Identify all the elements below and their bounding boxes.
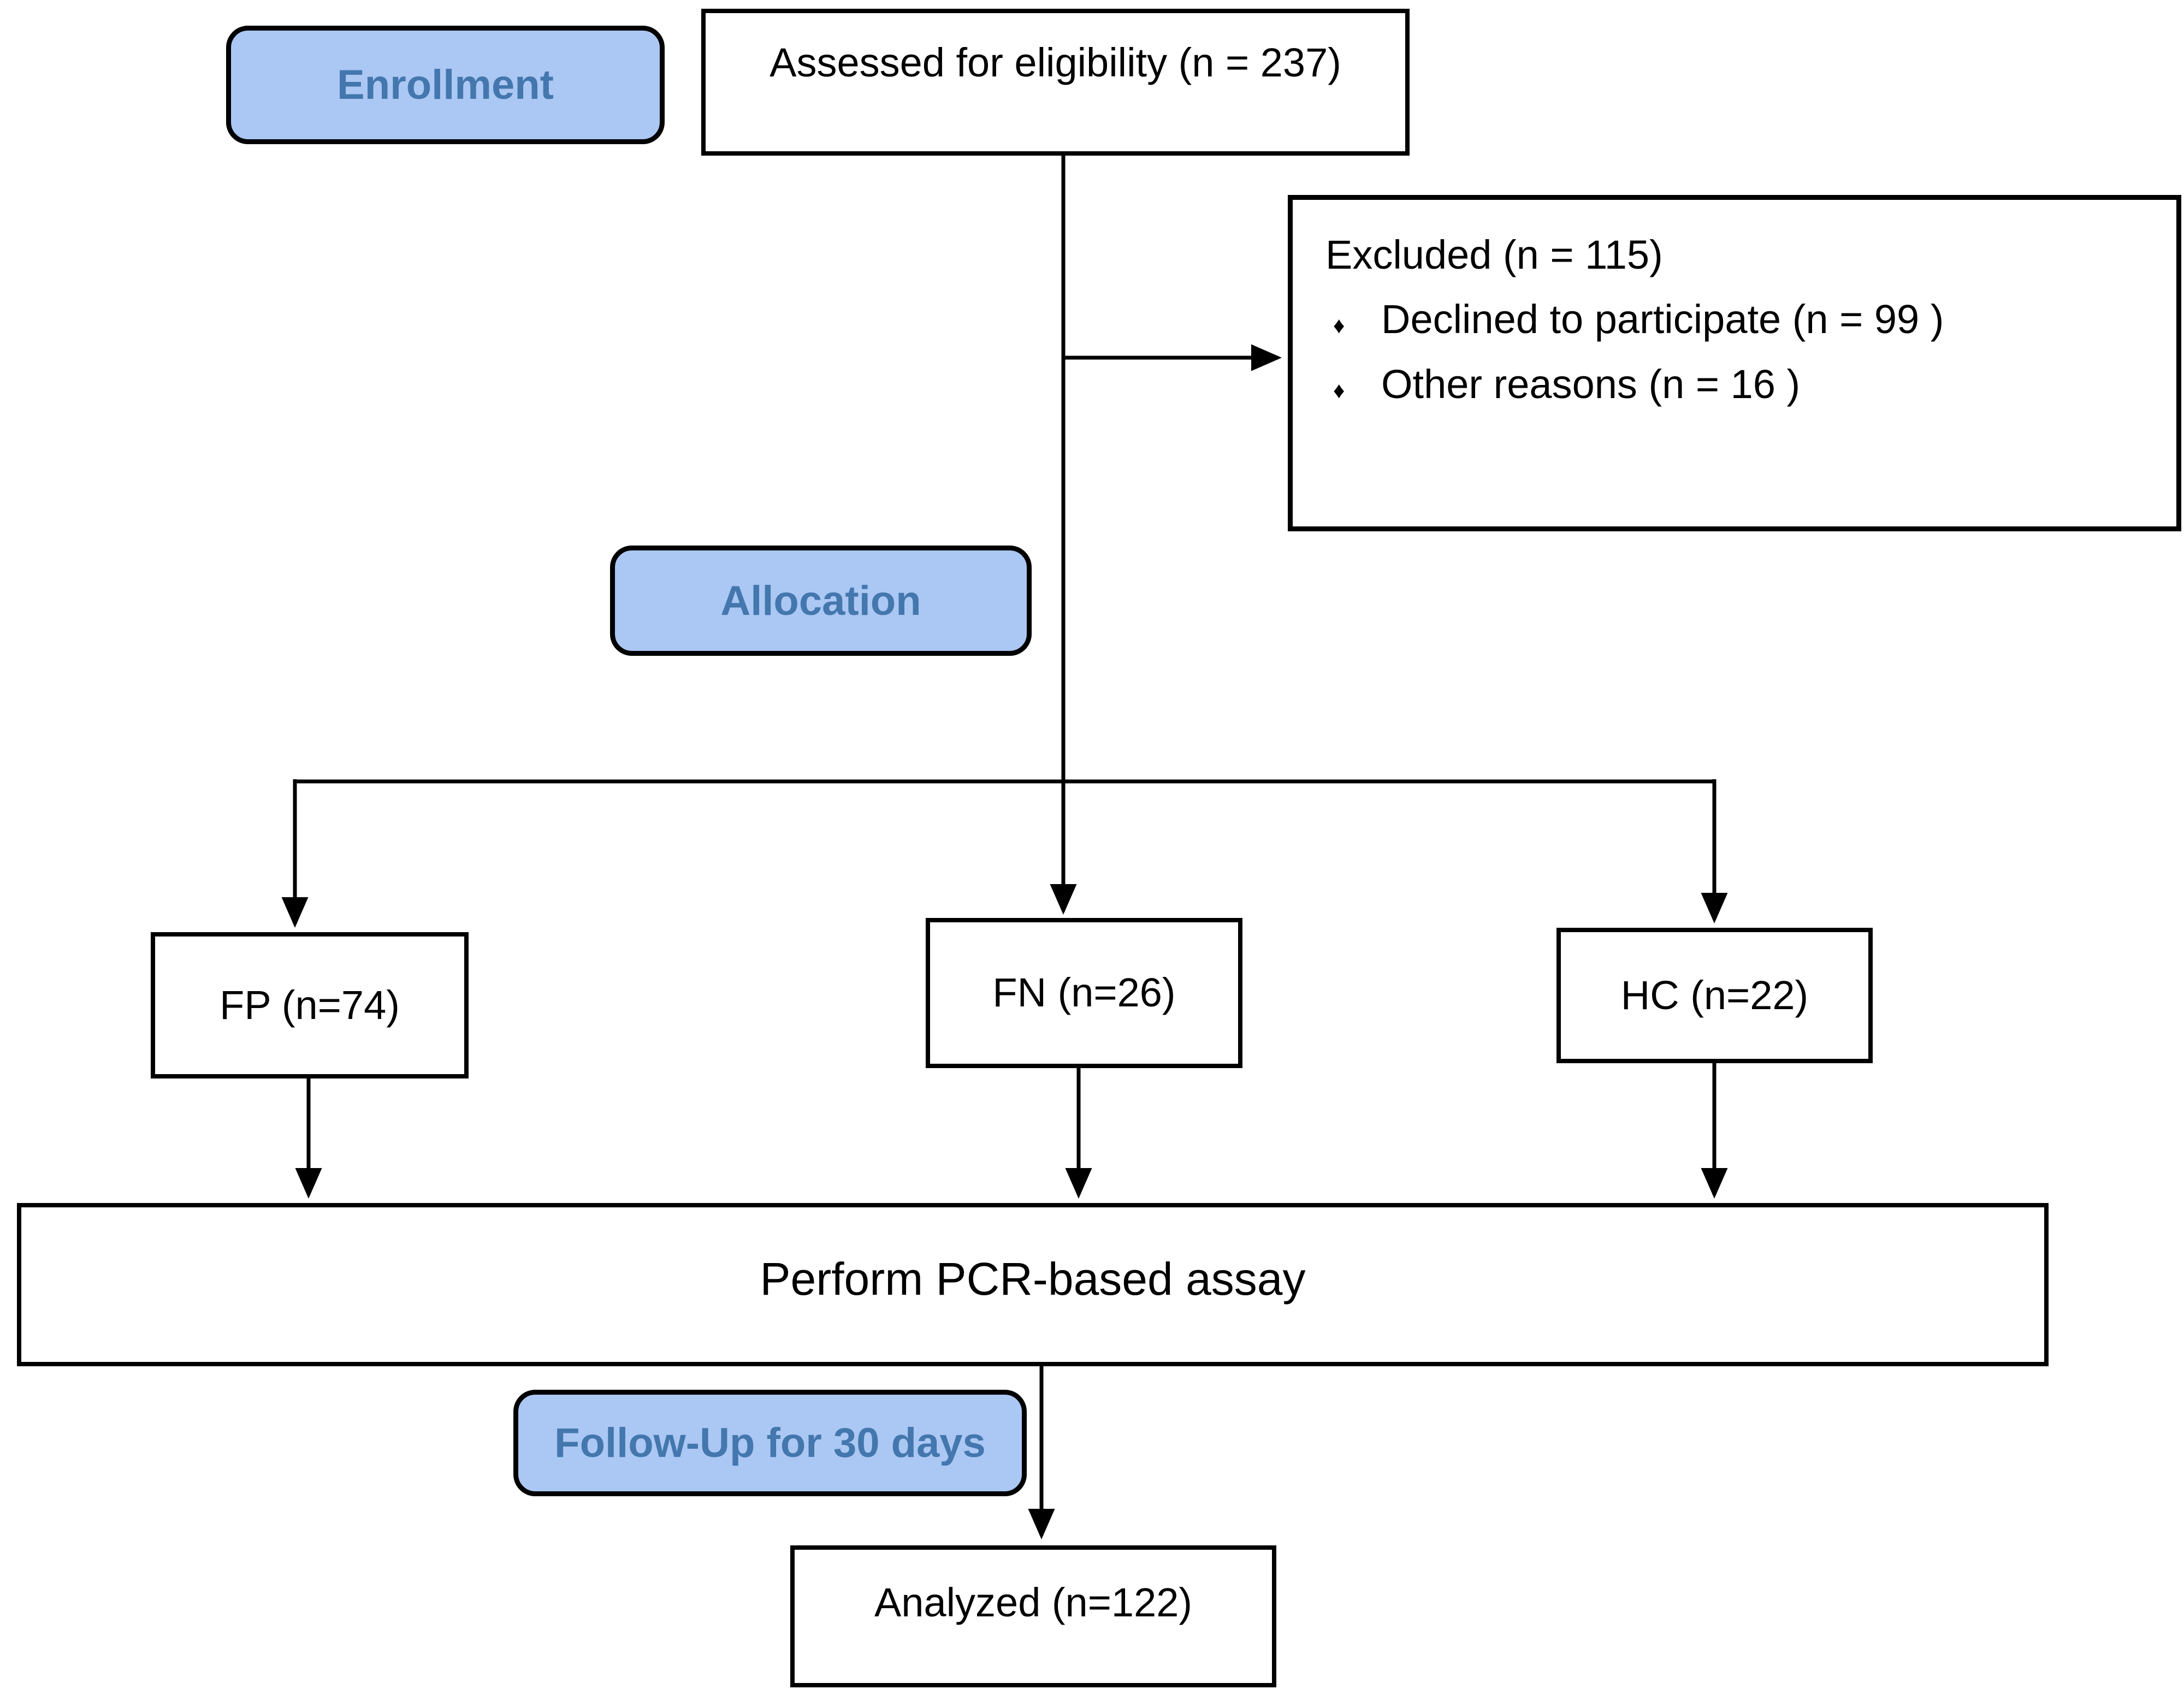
node-assessed-for-eligibility: Assessed for eligibility (n = 237)	[701, 9, 1410, 156]
node-analyzed: Analyzed (n=122)	[790, 1545, 1276, 1687]
stage-label-allocation: Allocation	[610, 546, 1032, 656]
node-assessed-text: Assessed for eligibility (n = 237)	[770, 40, 1341, 86]
excluded-item-declined-text: Declined to participate (n = 99 )	[1381, 297, 1944, 342]
excluded-item-other: ♦ Other reasons (n = 16 )	[1325, 352, 2160, 417]
diamond-bullet-icon: ♦	[1333, 377, 1345, 403]
node-fn-group: FN (n=26)	[926, 918, 1242, 1068]
excluded-item-declined: ♦ Declined to participate (n = 99 )	[1325, 287, 2160, 352]
node-excluded: Excluded (n = 115) ♦ Declined to partici…	[1288, 195, 2181, 531]
stage-label-allocation-text: Allocation	[720, 577, 921, 624]
node-fn-text: FN (n=26)	[992, 970, 1176, 1016]
node-fp-group: FP (n=74)	[151, 932, 469, 1078]
excluded-item-other-text: Other reasons (n = 16 )	[1381, 361, 1801, 407]
stage-label-follow-up-text: Follow-Up for 30 days	[554, 1420, 986, 1466]
excluded-title: Excluded (n = 115)	[1325, 232, 1663, 277]
node-analyzed-text: Analyzed (n=122)	[874, 1579, 1193, 1625]
stage-label-enrollment: Enrollment	[226, 26, 665, 144]
node-perform-pcr-assay: Perform PCR-based assay	[17, 1203, 2049, 1366]
node-hc-text: HC (n=22)	[1620, 972, 1809, 1018]
stage-label-enrollment-text: Enrollment	[337, 62, 554, 108]
node-fp-text: FP (n=74)	[220, 982, 400, 1028]
diamond-bullet-icon: ♦	[1333, 312, 1345, 339]
node-assay-text: Perform PCR-based assay	[760, 1253, 1306, 1305]
stage-label-follow-up: Follow-Up for 30 days	[513, 1390, 1027, 1496]
node-hc-group: HC (n=22)	[1556, 928, 1873, 1063]
